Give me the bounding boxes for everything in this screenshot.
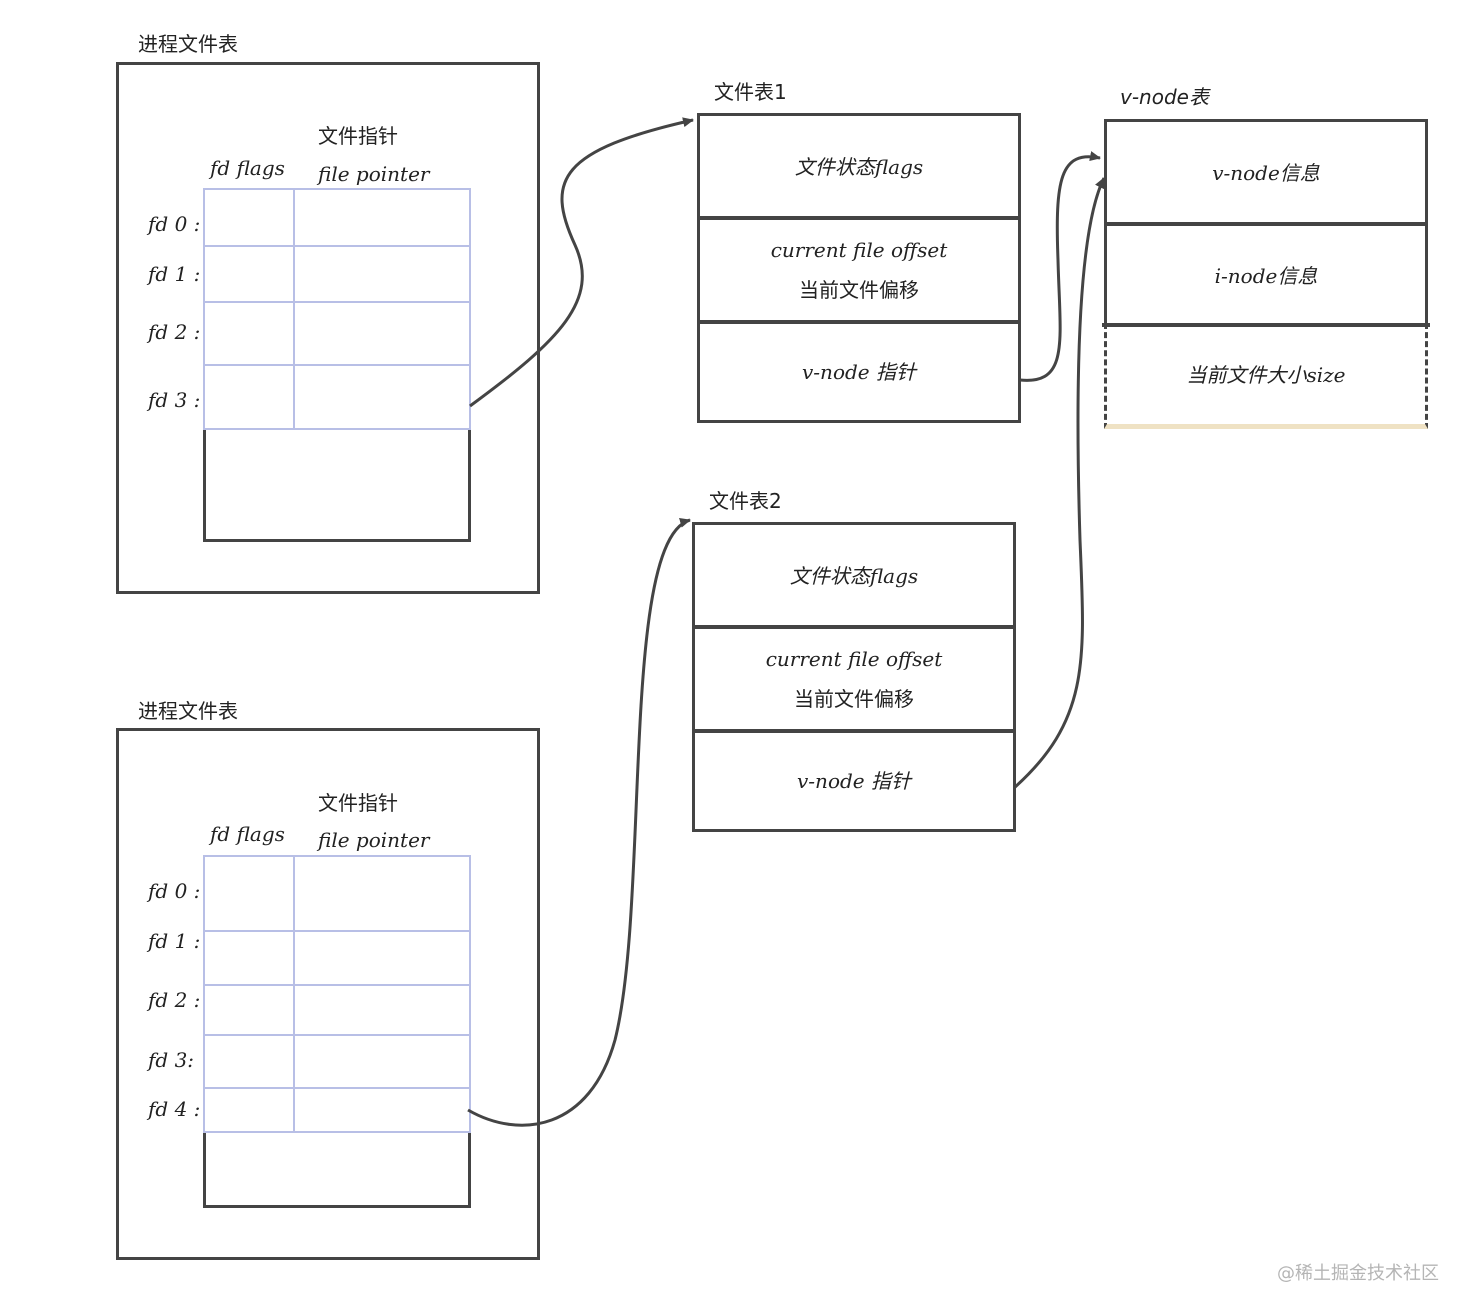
vnode-info-label: v-node信息 [1212,161,1320,185]
file-table-1-offset-label-cn: 当前文件偏移 [799,278,919,302]
file-table-2-row-flags: 文件状态flags [695,525,1013,627]
file-table-2-row-offset: current file offset 当前文件偏移 [695,629,1013,729]
file-table-1-title: 文件表1 [714,80,787,104]
process-table-2-fd-4: fd 4 : [148,1097,201,1121]
process-table-2-title: 进程文件表 [138,699,238,723]
file-table-1-offset-label-en: current file offset [770,238,948,262]
process-table-2-col-fd-flags: fd flags [210,822,285,846]
file-table-1-row-vnode-ptr: v-node 指针 [700,324,1018,420]
process-table-2 [116,728,540,1260]
process-table-1-fd-2: fd 2 : [148,320,201,344]
vnode-table-row-inode-info: i-node信息 [1107,226,1425,326]
process-table-2-fd-2: fd 2 : [148,988,201,1012]
file-size-label: 当前文件大小size [1186,363,1346,387]
inode-info-label: i-node信息 [1214,264,1318,288]
vnode-table-row-vnode-info: v-node信息 [1107,122,1425,224]
file-table-2-title: 文件表2 [709,489,782,513]
process-table-1-fd-1: fd 1 : [148,262,201,286]
process-table-2-col-pointer-en: file pointer [318,828,430,852]
arrow-fd4-to-file-table-2 [467,517,691,1127]
arrow-file-table-2-to-vnode [1012,177,1106,790]
watermark: @稀土掘金技术社区 [1277,1263,1439,1284]
process-table-1-col-pointer-cn: 文件指针 [318,124,398,148]
file-table-2-offset-label-cn: 当前文件偏移 [794,687,914,711]
process-table-1-fd-0: fd 0 : [148,212,201,236]
process-table-1-col-fd-flags: fd flags [210,156,285,180]
arrow-fd3-to-file-table-1 [469,117,694,408]
process-table-2-slot-frame [203,1122,471,1208]
file-table-1-vnode-ptr-label: v-node 指针 [802,360,916,384]
vnode-table: v-node信息 i-node信息 [1104,119,1428,327]
process-table-1-slot-frame [203,420,471,542]
file-table-1: 文件状态flags current file offset 当前文件偏移 v-n… [697,113,1021,423]
process-table-1-fd-3: fd 3 : [148,388,201,412]
process-table-2-fd-0: fd 0 : [148,879,201,903]
process-table-2-fd-1: fd 1 : [148,929,201,953]
process-table-2-col-pointer-cn: 文件指针 [318,791,398,815]
file-table-1-row-flags: 文件状态flags [700,116,1018,218]
arrow-file-table-1-to-vnode [1019,151,1101,382]
vnode-table-title: v-node表 [1120,85,1209,109]
file-table-2-offset-label-en: current file offset [765,647,943,671]
file-table-2-row-vnode-ptr: v-node 指针 [695,733,1013,829]
process-table-2-fd-3: fd 3: [148,1048,195,1072]
file-table-1-flags-label: 文件状态flags [794,155,924,179]
process-table-2-fd-grid [203,855,471,1133]
file-table-2-flags-label: 文件状态flags [789,564,919,588]
process-table-1-title: 进程文件表 [138,32,238,56]
process-table-1-fd-grid [203,188,471,430]
process-table-1-col-pointer-en: file pointer [318,162,430,186]
file-table-2-vnode-ptr-label: v-node 指针 [797,769,911,793]
file-table-2: 文件状态flags current file offset 当前文件偏移 v-n… [692,522,1016,832]
process-table-1 [116,62,540,594]
file-table-1-row-offset: current file offset 当前文件偏移 [700,220,1018,320]
